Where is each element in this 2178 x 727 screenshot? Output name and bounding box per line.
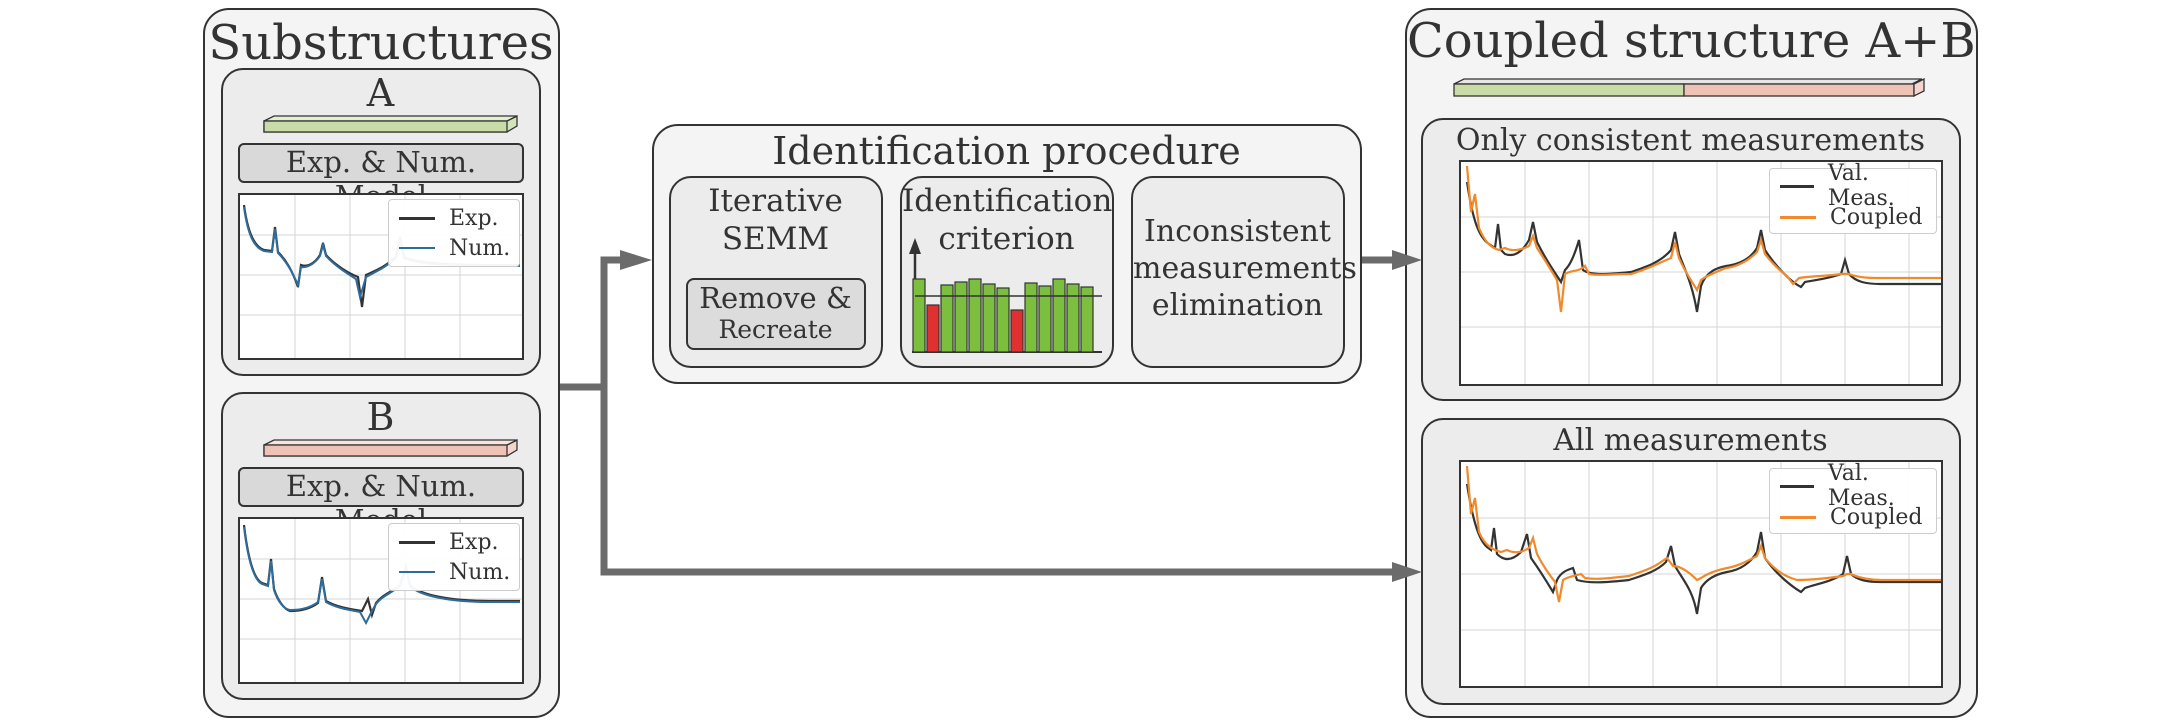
substructures-title: Substructures (208, 15, 554, 71)
all-measurements-plot: Val. Meas. Coupled (1459, 460, 1943, 688)
bar (1066, 283, 1080, 353)
coupled-title: Coupled structure A+B (1407, 13, 1976, 69)
legend-num: Num. (449, 235, 511, 261)
bar-rejected (1010, 309, 1024, 353)
criterion-bar-chart (909, 238, 1102, 353)
legend-val-meas: Val. Meas. (1827, 161, 1895, 211)
consistent-legend: Val. Meas. Coupled (1769, 161, 1937, 234)
bar (954, 281, 968, 353)
frf-plot-a: Exp. Num. (238, 193, 524, 360)
coupled-curve (1465, 465, 1941, 603)
beam-b (263, 438, 518, 457)
legend-val-meas: Val. Meas. (1827, 461, 1895, 511)
legend-coupled: Coupled (1830, 204, 1923, 230)
bar (1052, 278, 1066, 353)
semm-line1: Iterative (708, 183, 843, 219)
bar (940, 284, 954, 353)
legend-coupled: Coupled (1830, 504, 1923, 530)
legend-exp: Exp. (449, 529, 499, 555)
bar-rejected (926, 304, 940, 353)
semm-line2: SEMM (721, 221, 830, 257)
bar (1038, 285, 1052, 353)
elimination-line1: Inconsistent (1144, 214, 1331, 249)
val-meas-curve (1465, 181, 1941, 313)
bar (982, 283, 996, 353)
coupled-curve (1465, 165, 1941, 313)
consistent-title: Only consistent measurements (1455, 123, 1926, 158)
coupled-beam (1453, 78, 1925, 98)
beam-a (263, 114, 518, 133)
bar (1024, 282, 1038, 353)
all-legend: Val. Meas. Coupled (1769, 461, 1937, 534)
legend-num: Num. (449, 559, 511, 585)
elimination-line2: measurements (1133, 251, 1357, 286)
consistent-plot: Val. Meas. Coupled (1459, 160, 1943, 386)
elimination-line3: elimination (1151, 288, 1324, 323)
frf-plot-b: Exp. Num. (238, 517, 524, 684)
all-measurements-title: All measurements (1553, 423, 1828, 458)
criterion-bars (912, 278, 1094, 353)
criterion-line1: Identification (902, 183, 1113, 219)
connector-to-all-measurements (600, 387, 1398, 576)
remove-recreate-box: Remove & Recreate (686, 278, 866, 350)
remove-line2: Recreate (718, 315, 833, 344)
bar (968, 278, 982, 353)
model-label-b: Exp. & Num. Model (238, 467, 524, 537)
identification-title: Identification procedure (772, 129, 1241, 173)
inconsistent-elimination-box: Inconsistent measurements elimination (1131, 176, 1357, 368)
arrow-head-icon (1392, 250, 1422, 270)
substructure-b-label: B (366, 395, 395, 439)
arrow-head-icon (620, 250, 652, 270)
arrow-head-icon (1392, 562, 1422, 582)
bar (996, 287, 1010, 353)
legend-exp: Exp. (449, 205, 499, 231)
substructure-a-label: A (366, 71, 395, 115)
criterion-line2: criterion (938, 221, 1075, 257)
axis-arrow-icon (909, 238, 921, 254)
legend-a: Exp. Num. (388, 199, 520, 267)
bar (912, 278, 926, 353)
bar (1080, 286, 1094, 353)
remove-line1: Remove & (699, 281, 852, 315)
legend-b: Exp. Num. (388, 523, 520, 591)
